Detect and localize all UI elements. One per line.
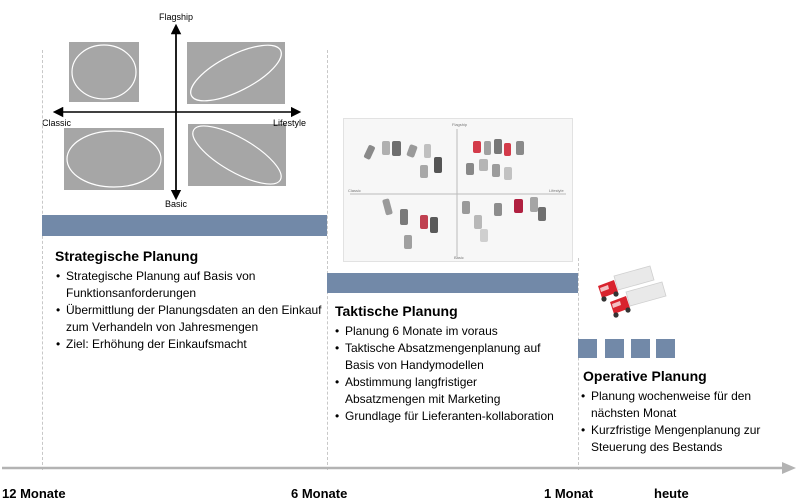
operative-week-block — [605, 339, 624, 358]
quadrant-bottom-left — [64, 128, 164, 190]
axis-label-top: Flagship — [159, 12, 194, 22]
bullet-item: Kurzfristige Mengenplanung zur Steuerung… — [581, 422, 787, 456]
axis-label-right: Lifestyle — [273, 118, 307, 128]
guide-12-monate — [42, 50, 43, 470]
axis-label-left: Classic — [42, 118, 72, 128]
phase-title: Strategische Planung — [55, 248, 199, 264]
phase-bullet-list: Planung 6 Monate im voraus Taktische Abs… — [335, 323, 555, 425]
bullet-item: Abstimmung langfristiger Absatzmengen mi… — [335, 374, 555, 408]
phase-title: Operative Planung — [583, 368, 707, 384]
timeline-tick-1-monat: 1 Monat — [544, 486, 594, 501]
quadrant-top-right — [187, 42, 285, 104]
axis-label-bottom: Basic — [165, 199, 188, 209]
bullet-item: Ziel: Erhöhung der Einkaufsmacht — [56, 336, 324, 353]
bullet-item: Übermittlung der Planungsdaten an den Ei… — [56, 302, 324, 336]
quadrant-top-left — [69, 42, 139, 102]
operative-week-block — [578, 339, 597, 358]
guide-6-monate — [327, 50, 328, 470]
quadrant-svg — [52, 23, 302, 201]
phase-bar-strategic — [42, 215, 327, 236]
bullet-item: Taktische Absatzmengenplanung auf Basis … — [335, 340, 555, 374]
bullet-item: Planung 6 Monate im voraus — [335, 323, 555, 340]
quadrant-bottom-right — [188, 124, 286, 186]
product-map-label-right: Lifestyle — [549, 188, 564, 193]
guide-1-monat — [578, 258, 579, 470]
operative-week-block — [656, 339, 675, 358]
bullet-item: Strategische Planung auf Basis von Funkt… — [56, 268, 324, 302]
product-map-svg — [350, 129, 566, 257]
product-map-label-left: Classic — [348, 188, 361, 193]
operative-week-block — [631, 339, 650, 358]
trucks-icon — [598, 265, 667, 318]
phase-bar-tactical — [327, 273, 578, 293]
timeline-tick-6-monate: 6 Monate — [291, 486, 348, 501]
product-map-label-bottom: Basic — [454, 255, 464, 260]
phone-icons — [363, 139, 546, 249]
bullet-item: Planung wochenweise für den nächsten Mon… — [581, 388, 787, 422]
timeline-tick-12-monate: 12 Monate — [2, 486, 66, 501]
phase-bullet-list: Planung wochenweise für den nächsten Mon… — [581, 388, 787, 456]
phase-title: Taktische Planung — [335, 303, 458, 319]
bullet-item: Grundlage für Lieferanten-kollaboration — [335, 408, 555, 425]
timeline-tick-heute: heute — [654, 486, 689, 501]
product-map-label-top: Flagship — [452, 122, 468, 127]
phase-bullet-list: Strategische Planung auf Basis von Funkt… — [56, 268, 324, 353]
product-map-image: Flagship Basic Classic Lifestyle — [343, 118, 573, 262]
timeline-axis — [2, 462, 796, 474]
